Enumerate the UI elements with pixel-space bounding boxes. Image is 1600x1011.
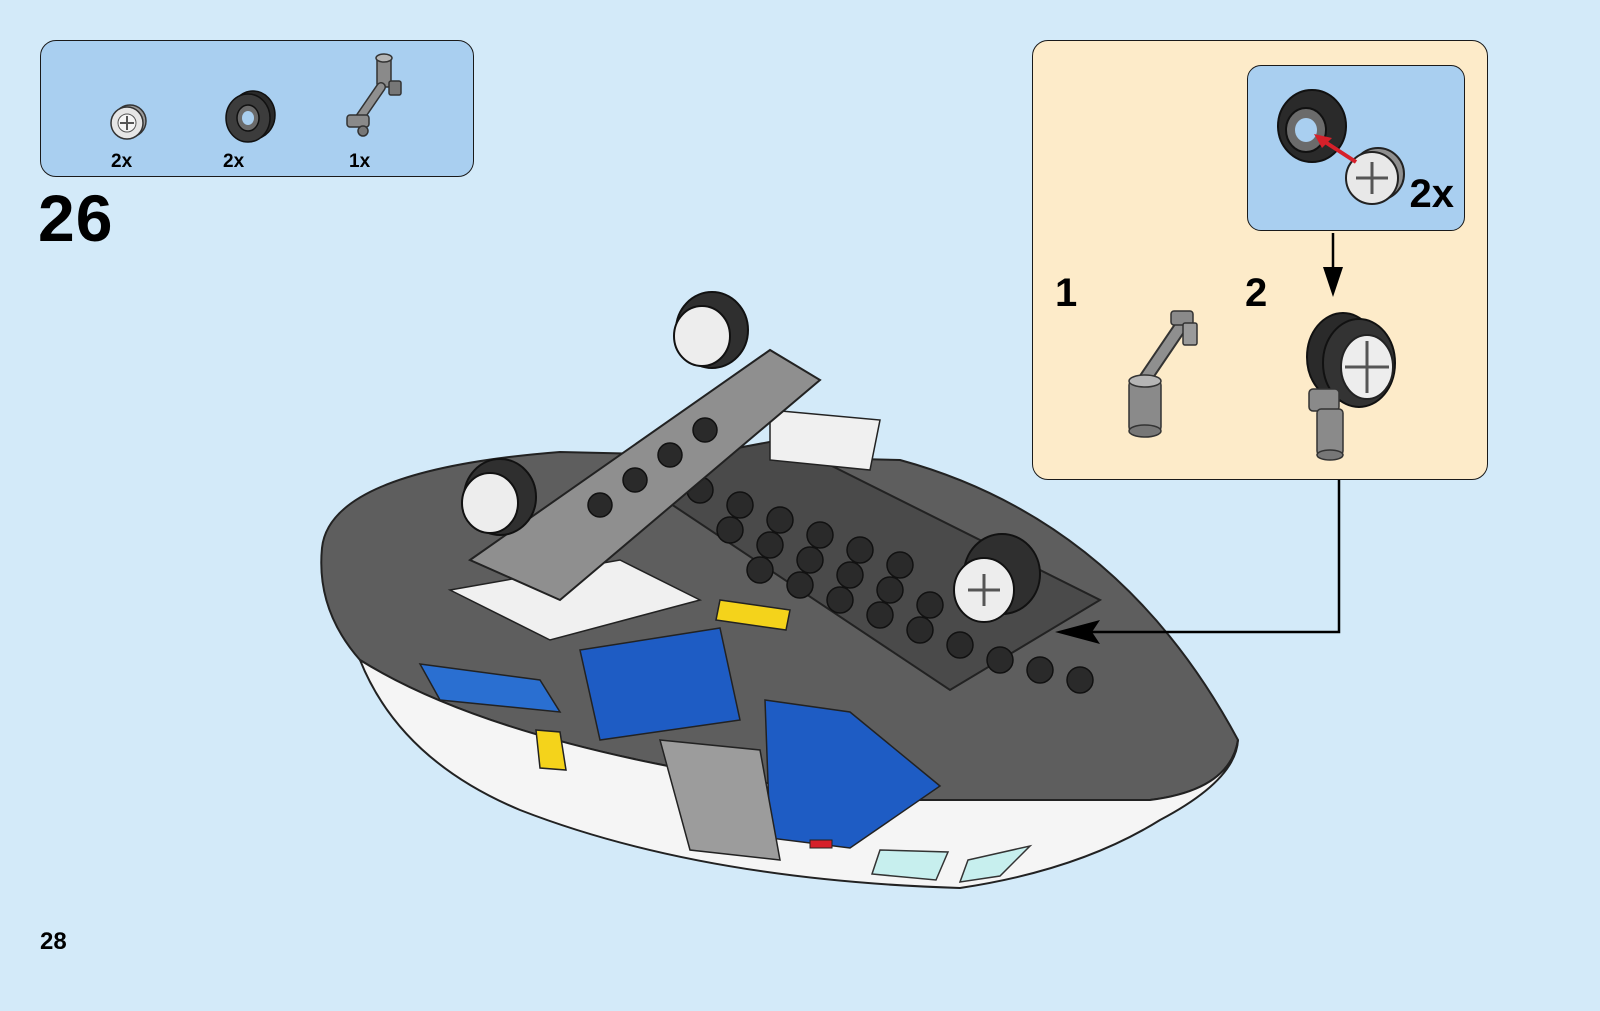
page-number: 28: [40, 928, 67, 956]
substep-callout: 2x 1 2: [1032, 40, 1488, 480]
assembled-wheel-substep-icon: [1033, 41, 1489, 481]
